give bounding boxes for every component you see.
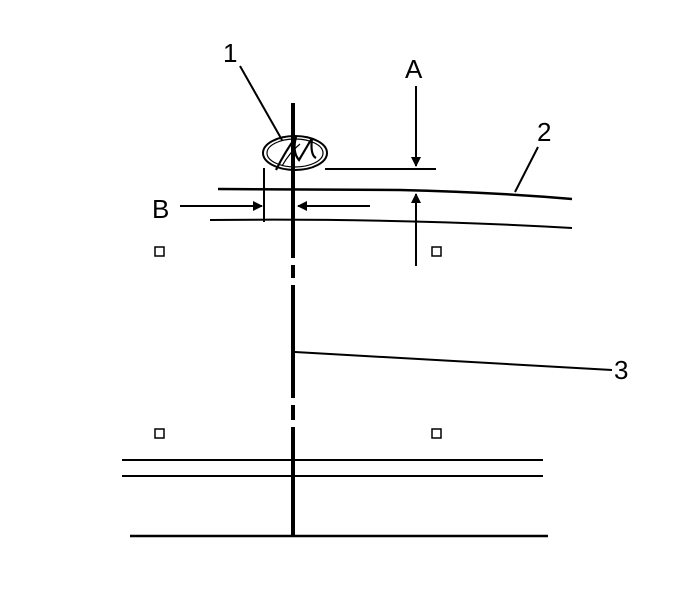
callout-2-leader xyxy=(514,146,539,193)
marker-square xyxy=(431,246,442,257)
dimension-b-label: B xyxy=(152,194,169,224)
dimension-b xyxy=(180,168,370,222)
marker-square xyxy=(154,246,165,257)
brand-emblem-icon xyxy=(262,135,328,171)
callout-1-label: 1 xyxy=(223,38,237,68)
body-panel-edge xyxy=(209,187,573,229)
callout-3-label: 3 xyxy=(614,355,628,385)
callout-1-leader xyxy=(239,65,283,141)
dimension-a-label: A xyxy=(405,54,423,84)
reference-markers xyxy=(154,246,442,439)
dimension-a xyxy=(325,86,436,266)
lower-reference-lines xyxy=(122,459,548,538)
marker-square xyxy=(431,428,442,439)
callout-3-leader xyxy=(294,351,613,371)
marker-square xyxy=(154,428,165,439)
callout-2-label: 2 xyxy=(537,117,551,147)
